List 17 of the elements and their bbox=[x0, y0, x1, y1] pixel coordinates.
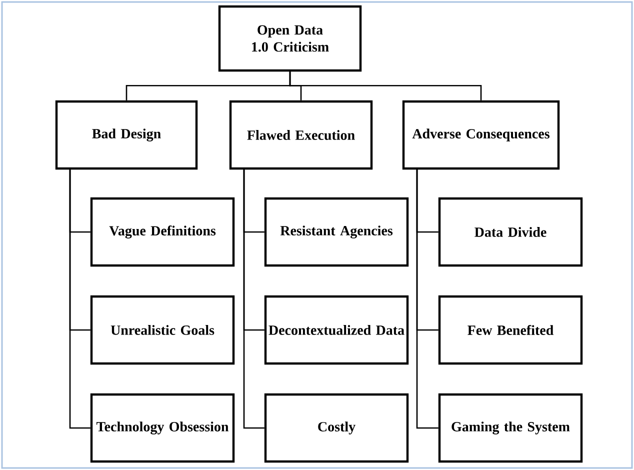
process-box: Vague Definitions bbox=[90, 197, 235, 267]
process-box: Adverse Consequences bbox=[402, 100, 560, 170]
connector-line bbox=[69, 170, 90, 429]
connector-line bbox=[243, 170, 264, 429]
process-box: Flawed Execution bbox=[229, 100, 373, 170]
process-box: Data Divide bbox=[438, 197, 583, 267]
process-box: Decontextualized Data bbox=[264, 295, 409, 365]
process-box: Few Benefited bbox=[438, 295, 583, 365]
process-box: Technology Obsession bbox=[90, 393, 235, 463]
category-box: Open Data 1.0 Criticism bbox=[218, 5, 362, 72]
process-box: Resistant Agencies bbox=[264, 197, 409, 267]
process-box: Unrealistic Goals bbox=[90, 295, 235, 365]
process-box: Bad Design bbox=[55, 100, 198, 170]
connector-line bbox=[416, 170, 438, 429]
process-box: Costly bbox=[264, 393, 409, 463]
connector-line bbox=[289, 72, 482, 100]
process-box: Gaming the System bbox=[438, 393, 583, 463]
